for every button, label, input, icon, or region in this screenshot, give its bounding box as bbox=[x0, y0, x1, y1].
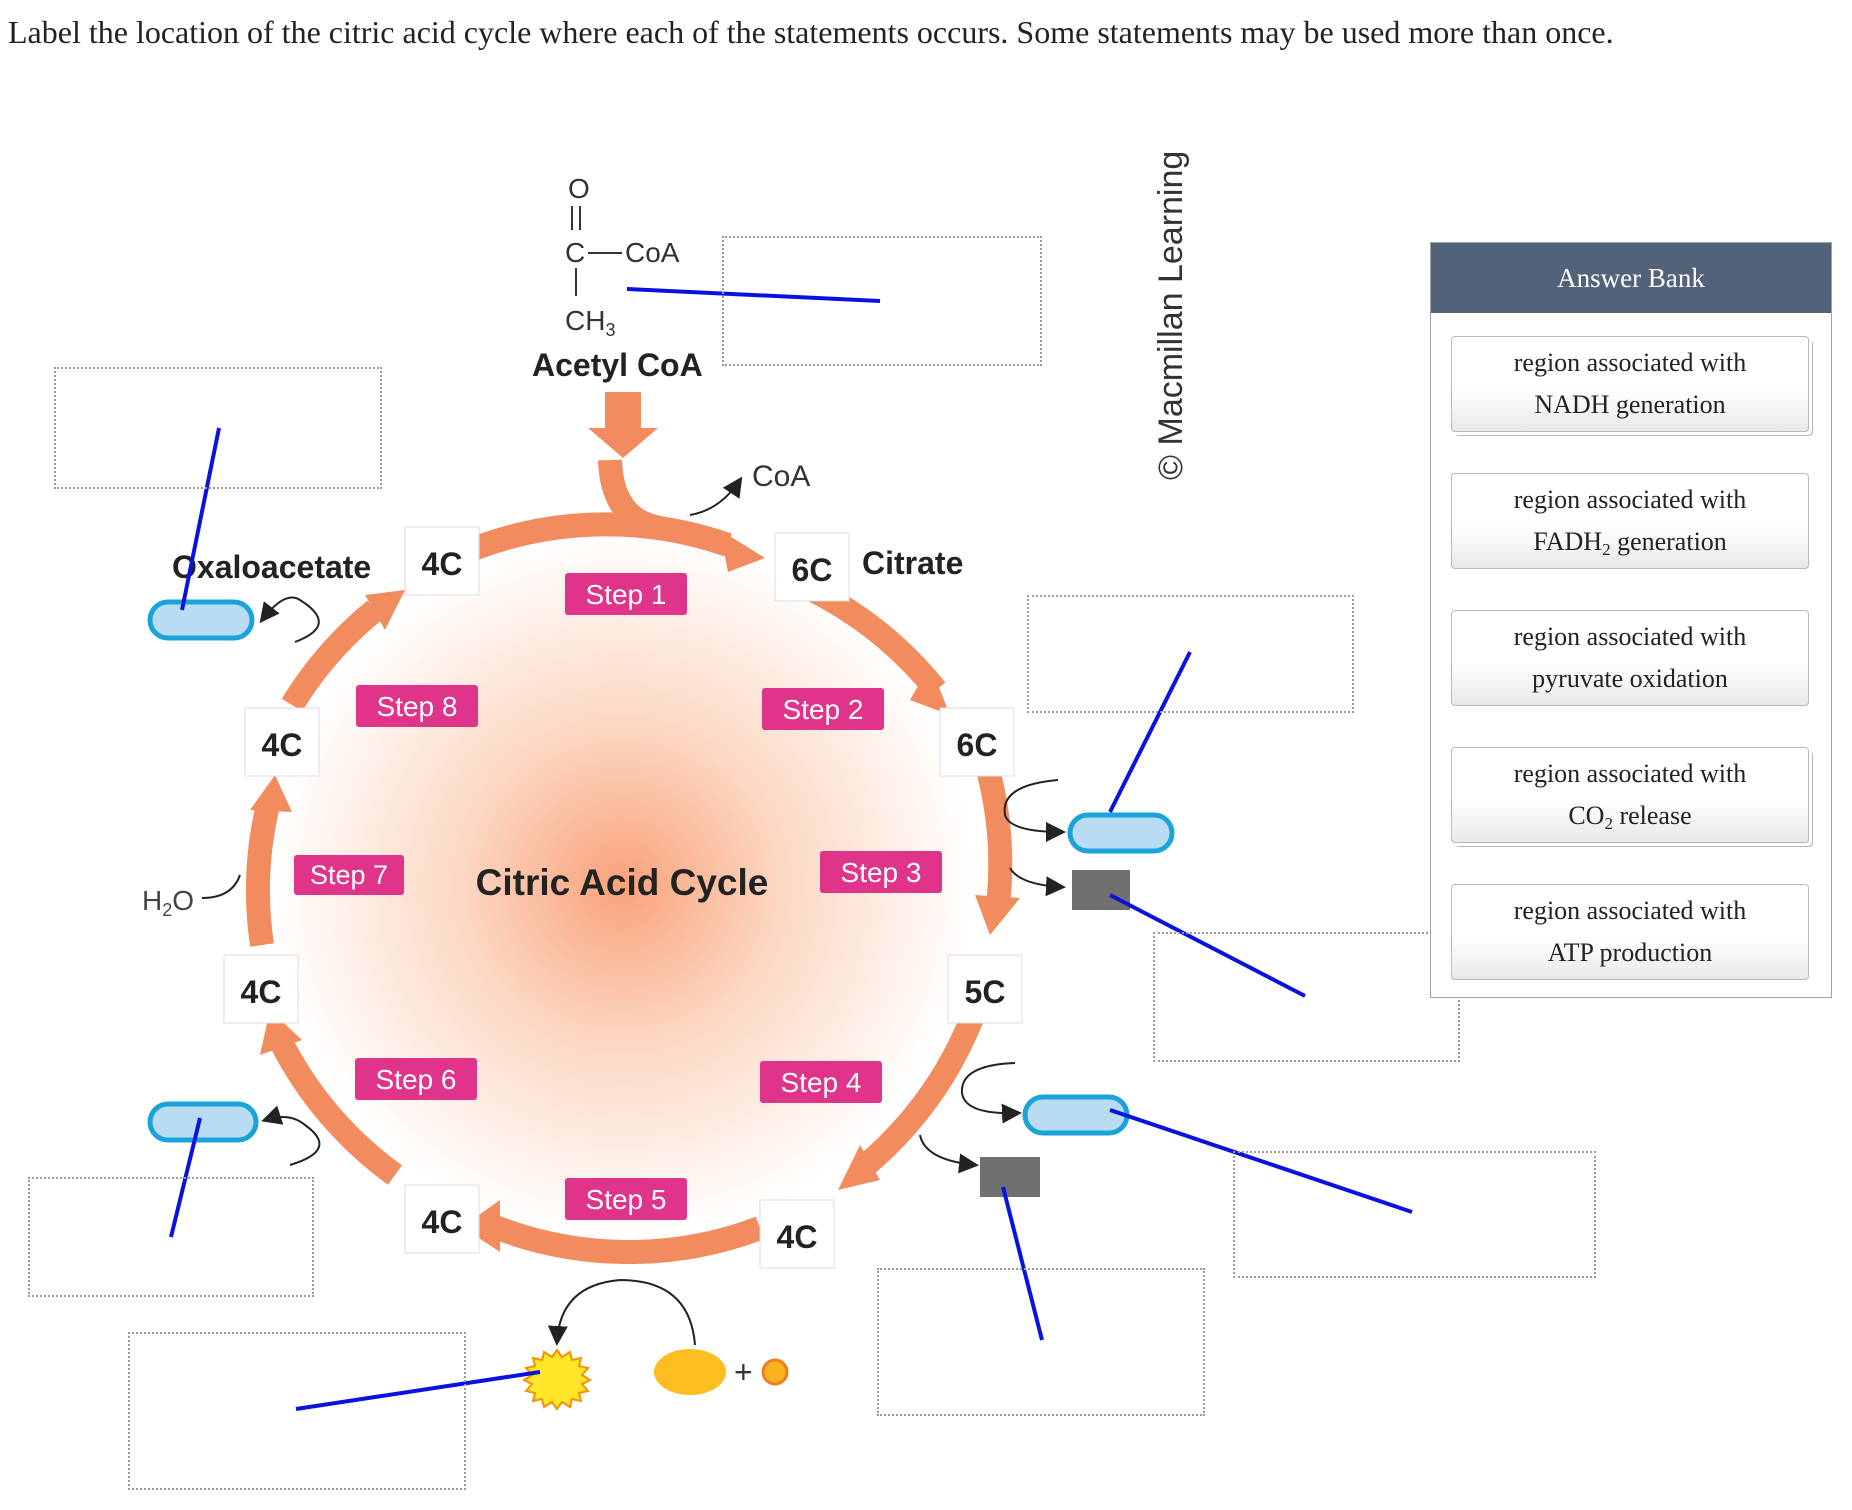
acetyl-coa-structure: O C CoA CH3 Acetyl CoA bbox=[532, 173, 703, 383]
step-2-badge: Step 2 bbox=[762, 688, 884, 730]
answer-chip-line1: region associated with bbox=[1513, 622, 1747, 651]
acetyl-ch-subscript: 3 bbox=[605, 320, 615, 340]
svg-text:Step 1: Step 1 bbox=[586, 579, 667, 610]
drop-zone-acetyl-coa[interactable] bbox=[722, 236, 1042, 366]
svg-text:4C: 4C bbox=[422, 546, 463, 582]
phosphate-circle bbox=[761, 1358, 789, 1386]
carrier-oxaloacetate bbox=[147, 599, 255, 641]
svg-text:6C: 6C bbox=[792, 552, 833, 588]
carrier-step-6 bbox=[147, 1101, 259, 1143]
plus-sign: + bbox=[734, 1354, 753, 1390]
answer-chip-fadh2[interactable]: region associated with FADH2 generation bbox=[1451, 473, 1809, 569]
svg-text:4C: 4C bbox=[241, 974, 282, 1010]
answer-chip-nadh[interactable]: region associated with NADH generation bbox=[1451, 336, 1809, 432]
step-4-badge: Step 4 bbox=[760, 1061, 882, 1103]
coa-release-label: CoA bbox=[752, 460, 810, 493]
step-5-badge: Step 5 bbox=[565, 1178, 687, 1220]
acetyl-coa-label: CoA bbox=[625, 237, 680, 268]
carbon-box-succinate: 4C bbox=[404, 1184, 480, 1254]
acetyl-coa-name: Acetyl CoA bbox=[532, 347, 703, 383]
coa-release-arrow bbox=[689, 476, 743, 516]
answer-chip-line2-pre: CO bbox=[1568, 801, 1605, 830]
citrate-label: Citrate bbox=[862, 545, 963, 581]
acetyl-c-label: C bbox=[565, 237, 585, 268]
svg-text:Step 3: Step 3 bbox=[841, 857, 922, 888]
step-badges: Step 1 Step 2 Step 3 Step 4 Step 5 Step … bbox=[294, 573, 942, 1220]
step-1-badge: Step 1 bbox=[565, 573, 687, 615]
drop-zone-step-3-co2[interactable] bbox=[1153, 932, 1460, 1062]
carrier-step-3 bbox=[1067, 812, 1175, 854]
svg-text:Step 4: Step 4 bbox=[781, 1067, 862, 1098]
carbon-box-isocitrate: 6C bbox=[939, 707, 1015, 777]
drop-zone-step-4-co2[interactable] bbox=[877, 1268, 1205, 1416]
svg-text:H2O: H2O bbox=[142, 885, 194, 920]
atp-burst bbox=[521, 1348, 593, 1411]
carrier-arrows bbox=[259, 596, 1066, 1346]
carbon-box-fumarate: 4C bbox=[223, 954, 299, 1024]
drop-zone-atp[interactable] bbox=[128, 1332, 466, 1490]
carbon-box-malate: 4C bbox=[244, 707, 320, 777]
answer-chip-line2: NADH generation bbox=[1534, 390, 1726, 419]
answer-chip-line2-post: generation bbox=[1610, 527, 1727, 556]
svg-text:4C: 4C bbox=[777, 1219, 818, 1255]
drop-zone-step-4-carrier[interactable] bbox=[1233, 1151, 1596, 1278]
answer-chip-pyruvate[interactable]: region associated with pyruvate oxidatio… bbox=[1451, 610, 1809, 706]
answer-chip-line1: region associated with bbox=[1513, 759, 1747, 788]
carrier-step-4 bbox=[1022, 1094, 1130, 1136]
answer-bank: Answer Bank region associated with NADH … bbox=[1430, 242, 1832, 998]
answer-chip-line2-sub: 2 bbox=[1604, 814, 1613, 833]
answer-bank-title: Answer Bank bbox=[1431, 243, 1831, 313]
cycle-arrowheads bbox=[250, 530, 1020, 1252]
acetyl-o-label: O bbox=[568, 173, 590, 204]
answer-chip-line2: pyruvate oxidation bbox=[1532, 664, 1728, 693]
answer-chip-line1: region associated with bbox=[1513, 348, 1747, 377]
oxaloacetate-label: Oxaloacetate bbox=[172, 549, 371, 585]
answer-chip-atp[interactable]: region associated with ATP production bbox=[1451, 884, 1809, 980]
electron-carriers bbox=[147, 599, 1175, 1143]
cycle-center-title: Citric Acid Cycle bbox=[476, 862, 769, 903]
answer-chip-line1: region associated with bbox=[1513, 485, 1747, 514]
svg-text:4C: 4C bbox=[422, 1204, 463, 1240]
carbon-box-alpha-ketoglutarate: 5C bbox=[947, 954, 1023, 1024]
carbon-box-succinyl-coa: 4C bbox=[759, 1199, 835, 1269]
answer-chip-line2-pre: FADH bbox=[1533, 527, 1603, 556]
cycle-arrows bbox=[246, 512, 1013, 1265]
water-o-label: O bbox=[172, 885, 194, 916]
adp-molecule bbox=[654, 1349, 726, 1395]
svg-text:Step 8: Step 8 bbox=[377, 691, 458, 722]
carbon-boxes: 4C 6C 6C 5C 4C 4C 4C 4C bbox=[223, 526, 1023, 1269]
svg-text:Step 5: Step 5 bbox=[586, 1184, 667, 1215]
instructions-text: Label the location of the citric acid cy… bbox=[8, 14, 1614, 50]
svg-text:5C: 5C bbox=[965, 974, 1006, 1010]
svg-text:CH3: CH3 bbox=[565, 305, 615, 340]
answer-chip-line2: ATP production bbox=[1547, 938, 1713, 967]
answer-chip-line2-post: release bbox=[1612, 801, 1692, 830]
co2-box-step-3 bbox=[1072, 870, 1130, 910]
copyright-label: © Macmillan Learning bbox=[1152, 150, 1190, 480]
answer-chip-line1: region associated with bbox=[1513, 896, 1747, 925]
drop-zone-step-6-carrier[interactable] bbox=[28, 1177, 314, 1297]
water-subscript: 2 bbox=[162, 900, 172, 920]
water-h-label: H bbox=[142, 885, 162, 916]
answer-chip-line2-sub: 2 bbox=[1602, 540, 1611, 559]
svg-text:Step 6: Step 6 bbox=[376, 1064, 457, 1095]
step-8-badge: Step 8 bbox=[356, 685, 478, 727]
carbon-box-oxaloacetate: 4C bbox=[404, 526, 480, 596]
drop-zone-step-3-carrier[interactable] bbox=[1027, 595, 1354, 713]
drop-zone-oxaloacetate[interactable] bbox=[54, 367, 382, 489]
step-7-badge: Step 7 bbox=[294, 855, 404, 895]
water-arrow bbox=[201, 874, 241, 899]
answer-chip-co2[interactable]: region associated with CO2 release bbox=[1451, 747, 1809, 843]
carbon-box-citrate: 6C bbox=[774, 532, 850, 602]
co2-box-step-4 bbox=[980, 1157, 1040, 1197]
svg-text:6C: 6C bbox=[957, 727, 998, 763]
svg-text:4C: 4C bbox=[262, 727, 303, 763]
svg-text:Step 2: Step 2 bbox=[783, 694, 864, 725]
step-6-badge: Step 6 bbox=[355, 1058, 477, 1100]
acetyl-ch-label: CH bbox=[565, 305, 605, 336]
svg-text:Step 7: Step 7 bbox=[310, 860, 388, 890]
acetyl-entry-arrow bbox=[588, 392, 663, 540]
step-3-badge: Step 3 bbox=[820, 851, 942, 893]
